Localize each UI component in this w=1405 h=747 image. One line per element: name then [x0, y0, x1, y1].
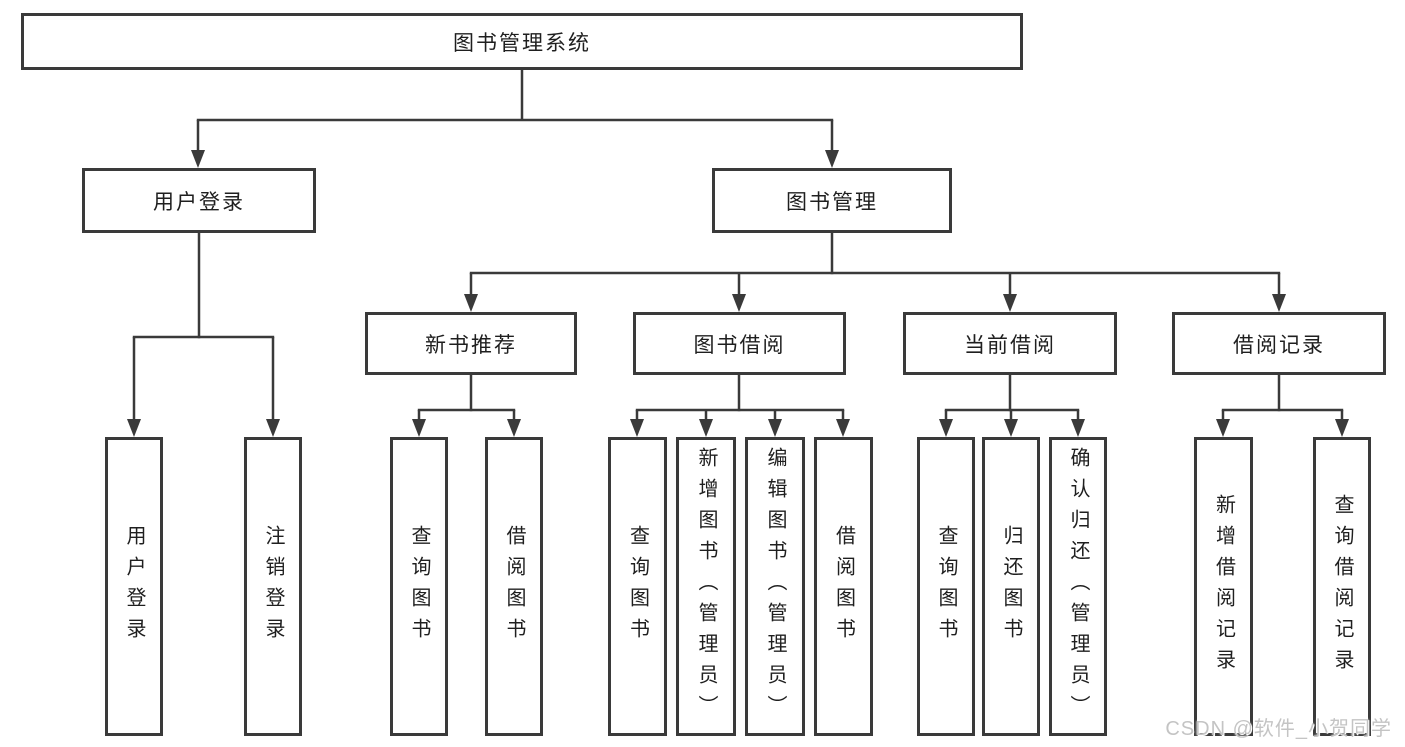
- node-leaf-cb-confirm-return-admin-label: 确认归还（管理员）: [1067, 447, 1089, 726]
- node-leaf-bb-query-books: 查询图书: [608, 437, 667, 736]
- node-borrowing-records: 借阅记录: [1172, 312, 1386, 375]
- node-leaf-br-query-record-label: 查询借阅记录: [1331, 493, 1353, 680]
- node-user-login-label: 用户登录: [153, 190, 245, 214]
- node-root-label: 图书管理系统: [453, 31, 591, 55]
- node-new-book-recommend: 新书推荐: [365, 312, 577, 375]
- node-leaf-cb-return-books-label: 归还图书: [1000, 524, 1022, 649]
- node-leaf-user-login: 用户登录: [105, 437, 163, 736]
- node-leaf-bb-edit-books-admin-label: 编辑图书（管理员）: [764, 447, 786, 726]
- node-leaf-bb-borrow-books: 借阅图书: [814, 437, 873, 736]
- node-leaf-bb-borrow-books-label: 借阅图书: [832, 524, 855, 649]
- node-user-login: 用户登录: [82, 168, 316, 233]
- node-book-borrowing: 图书借阅: [633, 312, 846, 375]
- node-leaf-logout-label: 注销登录: [262, 524, 284, 649]
- node-book-management-label: 图书管理: [786, 190, 878, 214]
- node-leaf-cb-return-books: 归还图书: [982, 437, 1040, 736]
- node-leaf-user-login-label: 用户登录: [123, 524, 145, 649]
- node-leaf-cb-confirm-return-admin: 确认归还（管理员）: [1049, 437, 1107, 736]
- node-leaf-bb-query-books-label: 查询图书: [626, 524, 649, 649]
- node-book-borrowing-label: 图书借阅: [693, 333, 786, 357]
- node-current-borrowing: 当前借阅: [903, 312, 1117, 375]
- node-leaf-nb-query-books-label: 查询图书: [408, 524, 430, 649]
- node-book-management: 图书管理: [712, 168, 952, 233]
- node-root: 图书管理系统: [21, 13, 1023, 70]
- node-leaf-cb-query-books-label: 查询图书: [935, 524, 957, 649]
- edge-borrow-records-to-leaves: [1221, 374, 1344, 421]
- node-leaf-br-add-record-label: 新增借阅记录: [1212, 493, 1235, 680]
- edge-current-borrow-to-leaves: [944, 374, 1080, 421]
- node-leaf-logout: 注销登录: [244, 437, 302, 736]
- node-leaf-nb-borrow-books-label: 借阅图书: [503, 524, 525, 649]
- node-new-book-recommend-label: 新书推荐: [425, 333, 517, 357]
- node-current-borrowing-label: 当前借阅: [964, 333, 1056, 357]
- csdn-watermark: CSDN @软件_小贺同学: [1165, 718, 1392, 740]
- node-leaf-bb-add-books-admin-label: 新增图书（管理员）: [695, 447, 717, 726]
- edge-user-login-to-leaves: [132, 231, 275, 421]
- arrowheads: [127, 150, 1349, 437]
- edge-root-to-level2: [196, 68, 834, 152]
- node-leaf-cb-query-books: 查询图书: [917, 437, 975, 736]
- node-leaf-bb-edit-books-admin: 编辑图书（管理员）: [745, 437, 805, 736]
- node-leaf-br-query-record: 查询借阅记录: [1313, 437, 1371, 736]
- edge-book-mgmt-to-level3: [469, 232, 1281, 296]
- node-leaf-nb-query-books: 查询图书: [390, 437, 448, 736]
- node-leaf-bb-add-books-admin: 新增图书（管理员）: [676, 437, 736, 736]
- edge-book-borrow-to-leaves: [635, 374, 845, 421]
- edge-new-book-rec-to-leaves: [417, 374, 516, 421]
- node-leaf-br-add-record: 新增借阅记录: [1194, 437, 1253, 736]
- node-leaf-nb-borrow-books: 借阅图书: [485, 437, 543, 736]
- node-borrowing-records-label: 借阅记录: [1233, 333, 1325, 357]
